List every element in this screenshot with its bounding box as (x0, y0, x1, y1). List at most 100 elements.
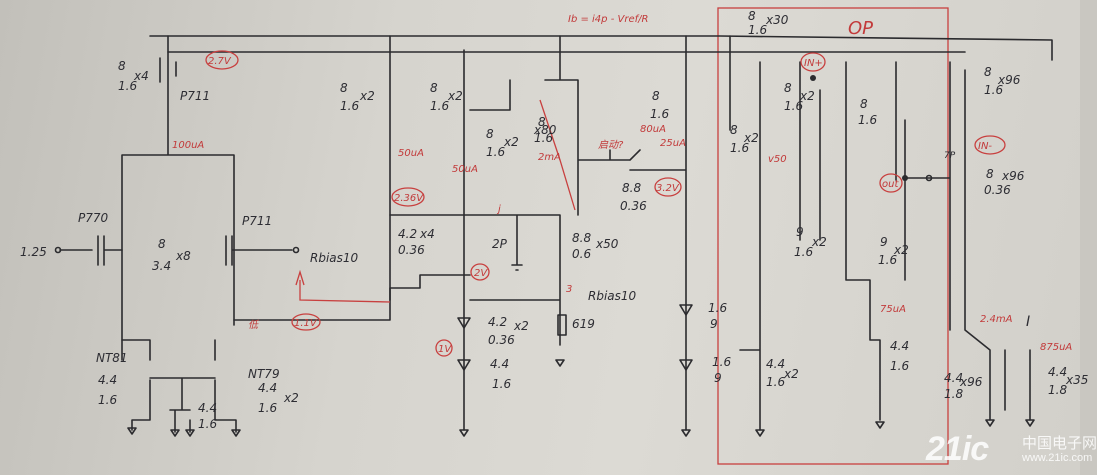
label-m8-x: x50 (595, 237, 619, 251)
note-75ua: 75uA (880, 304, 906, 315)
label-p1-l: 1.6 (118, 79, 137, 93)
label-m8-l: 0.6 (572, 247, 591, 261)
label-n3-l: 1.6 (198, 417, 217, 431)
note-2ma: 2mA (538, 152, 561, 163)
label-res-619: 619 (572, 317, 595, 331)
out-terminal (925, 174, 933, 182)
circle-out (879, 173, 903, 193)
label-m8-w: 8.8 (572, 231, 591, 245)
note-2v4ma: 2.4mA (980, 314, 1013, 325)
bias-core-wires (389, 49, 561, 431)
label-m3-l: 1.6 (430, 99, 449, 113)
op-boundary-box (717, 7, 949, 465)
note-3v2: 3.2V (656, 183, 680, 194)
label-cap-7p: 7P (944, 151, 956, 161)
note-50ua-b: 50uA (452, 164, 478, 175)
label-m5-w: 8 (538, 115, 546, 129)
input-pair (59, 235, 293, 266)
note-2v36: 2.36V (394, 193, 424, 204)
label-m3-x: x2 (447, 89, 463, 103)
label-o2-l: 1.6 (784, 99, 803, 113)
label-m10-x: x2 (513, 319, 529, 333)
note-low: 低 (248, 319, 260, 331)
label-nt79: NT79 (248, 367, 280, 381)
label-m2-x: x2 (359, 89, 375, 103)
circle-1v (435, 339, 453, 357)
label-o5-x: x2 (811, 235, 827, 249)
label-o12-w: 4.4 (1048, 365, 1067, 379)
label-o5-l: 1.6 (794, 245, 813, 259)
note-startup: 启动? (598, 139, 624, 151)
label-cap-2p: 2P (492, 237, 508, 251)
label-m9-l: 0.36 (398, 243, 425, 257)
label-n1-l: 1.6 (98, 393, 117, 407)
label-d1-l: 9 (710, 317, 718, 331)
label-o9-l: 1.6 (984, 83, 1003, 97)
label-m9-x: x4 (419, 227, 435, 241)
label-op: OP (848, 18, 873, 39)
label-o9-w: 8 (984, 65, 992, 79)
label-n2-x: x2 (283, 391, 299, 405)
label-m11-w: 4.4 (490, 357, 509, 371)
label-current-i: I (1026, 314, 1030, 330)
label-m6-w: 8 (652, 89, 660, 103)
label-o3-w: 8 (730, 123, 738, 137)
label-pair-l: 3.4 (152, 259, 171, 273)
label-m2-w: 8 (340, 81, 348, 95)
watermark-logo: 21ic (926, 430, 989, 468)
label-o3-l: 1.6 (730, 141, 749, 155)
output-stage-wires (544, 35, 687, 431)
label-m3-w: 8 (430, 81, 438, 95)
rbias-terminal-dot (292, 246, 300, 254)
label-o10-w: 8 (986, 167, 994, 181)
label-o12-x: x35 (1065, 373, 1088, 387)
circle-1v1 (291, 313, 321, 331)
label-pair-w: 8 (158, 237, 166, 251)
note-1v1: 1.1V (294, 318, 318, 329)
label-o6-l: 1.6 (878, 253, 897, 267)
note-2v7: 2.7V (208, 56, 232, 67)
note-in-minus: IN- (978, 141, 992, 152)
note-3: 3 (566, 284, 572, 295)
diode-symbols (457, 304, 693, 371)
label-o7-x: x2 (783, 367, 799, 381)
note-50ua-a: 50uA (398, 148, 424, 159)
label-d1-w: 1.6 (708, 301, 727, 315)
label-d2-w: 1.6 (712, 355, 731, 369)
vdd-rail (149, 35, 1053, 61)
label-p1-w: 8 (118, 59, 126, 73)
note-875ua: 875uA (1040, 342, 1072, 353)
note-1v: 1V (438, 344, 452, 355)
label-o2-w: 8 (784, 81, 792, 95)
label-p711-b: P711 (242, 214, 272, 228)
circle-2v7 (205, 50, 239, 70)
label-o1-l: 1.6 (748, 23, 767, 37)
label-m5-l: 1.6 (534, 131, 553, 145)
note-out: out (882, 179, 899, 190)
label-o10-x: x96 (1001, 169, 1025, 183)
mirror-wires (121, 35, 391, 433)
label-o4-l: 1.6 (858, 113, 877, 127)
label-o2-x: x2 (799, 89, 815, 103)
label-o3-x: x2 (743, 131, 759, 145)
label-m11-l: 1.6 (492, 377, 511, 391)
ground-symbols-left (127, 427, 241, 437)
label-o9-x: x96 (997, 73, 1021, 87)
in-plus-node (810, 75, 816, 81)
label-m9-w: 4.2 (398, 227, 417, 241)
note-ib: Ib = i4p - Vref/R (568, 14, 648, 25)
circle-in-plus (800, 52, 826, 72)
label-o4-w: 8 (860, 97, 868, 111)
label-rbias: Rbias10 (310, 251, 359, 265)
label-m7-l: 0.36 (620, 199, 647, 213)
note-80ua: 80uA (640, 124, 666, 135)
label-o1-x: x30 (765, 13, 789, 27)
label-o5-w: 9 (796, 225, 804, 239)
label-o6-w: 9 (880, 235, 888, 249)
label-m2-l: 1.6 (340, 99, 359, 113)
note-v50: v50 (768, 154, 787, 165)
label-n1-w: 4.4 (98, 373, 117, 387)
resistor-619 (557, 314, 567, 336)
label-m4-w: 8 (486, 127, 494, 141)
